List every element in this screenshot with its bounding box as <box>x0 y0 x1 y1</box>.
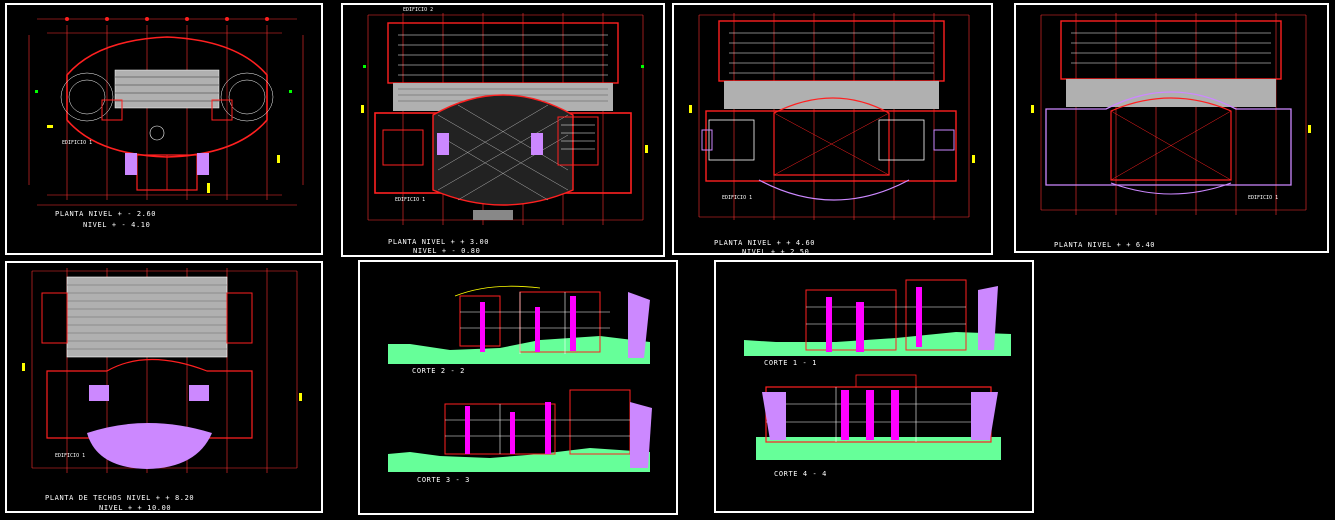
section-label-3-3: CORTE 3 - 3 <box>417 476 470 484</box>
floor-plan-drawing <box>689 13 975 220</box>
sheet-sublabel: NIVEL + + 10.00 <box>99 504 172 512</box>
sheet-sublabel: NIVEL + + 2.50 <box>742 248 810 256</box>
sheet-sections-2-3[interactable]: CORTE 2 - 2 CORTE 3 - 3 <box>358 260 678 515</box>
sheet-roof-plan[interactable]: EDIFICIO 1 PLANTA DE TECHOS NIVEL + + 8.… <box>5 261 323 513</box>
sheet-label: PLANTA NIVEL + + 6.40 <box>1054 241 1156 249</box>
roof-plan-drawing <box>22 268 302 473</box>
sheet-plan-level-1[interactable]: EDIFICIO 1 PLANTA NIVEL + - 2.60 NIVEL +… <box>5 3 323 255</box>
section-label-1-1: CORTE 1 - 1 <box>764 359 817 367</box>
floor-plan-drawing <box>361 13 648 225</box>
sheet-label: PLANTA NIVEL + + 4.60 <box>714 239 816 247</box>
floor-plan-drawing <box>28 17 304 206</box>
section-label-2-2: CORTE 2 - 2 <box>412 367 465 375</box>
building-tag: EDIFICIO 1 <box>722 195 753 201</box>
floor-plan-drawing <box>1031 13 1311 215</box>
building-tag-top: EDIFICIO 2 <box>403 7 434 13</box>
sheet-label: PLANTA NIVEL + + 3.00 <box>388 238 490 246</box>
sheet-plan-level-4[interactable]: EDIFICIO 1 PLANTA NIVEL + + 6.40 <box>1014 3 1329 253</box>
sheet-sublabel: NIVEL + - 0.80 <box>413 247 481 255</box>
sheet-sublabel: NIVEL + - 4.10 <box>83 221 151 229</box>
building-tag: EDIFICIO 1 <box>395 197 426 203</box>
section-drawing <box>388 285 652 472</box>
building-tag: EDIFICIO 1 <box>55 453 86 459</box>
sheet-label: PLANTA NIVEL + - 2.60 <box>55 210 157 218</box>
section-drawing <box>744 279 1011 460</box>
sheet-plan-level-3[interactable]: EDIFICIO 1 PLANTA NIVEL + + 4.60 NIVEL +… <box>672 3 993 256</box>
section-label-4-4: CORTE 4 - 4 <box>774 470 827 478</box>
building-tag: EDIFICIO 1 <box>62 140 93 146</box>
sheet-label: PLANTA DE TECHOS NIVEL + + 8.20 <box>45 494 195 502</box>
building-tag: EDIFICIO 1 <box>1248 195 1279 201</box>
sheet-plan-level-2[interactable]: EDIFICIO 2 EDIFICIO 1 PLANTA NIVEL + + 3… <box>341 3 665 257</box>
sheet-sections-1-4[interactable]: CORTE 1 - 1 CORTE 4 - 4 <box>714 260 1034 513</box>
